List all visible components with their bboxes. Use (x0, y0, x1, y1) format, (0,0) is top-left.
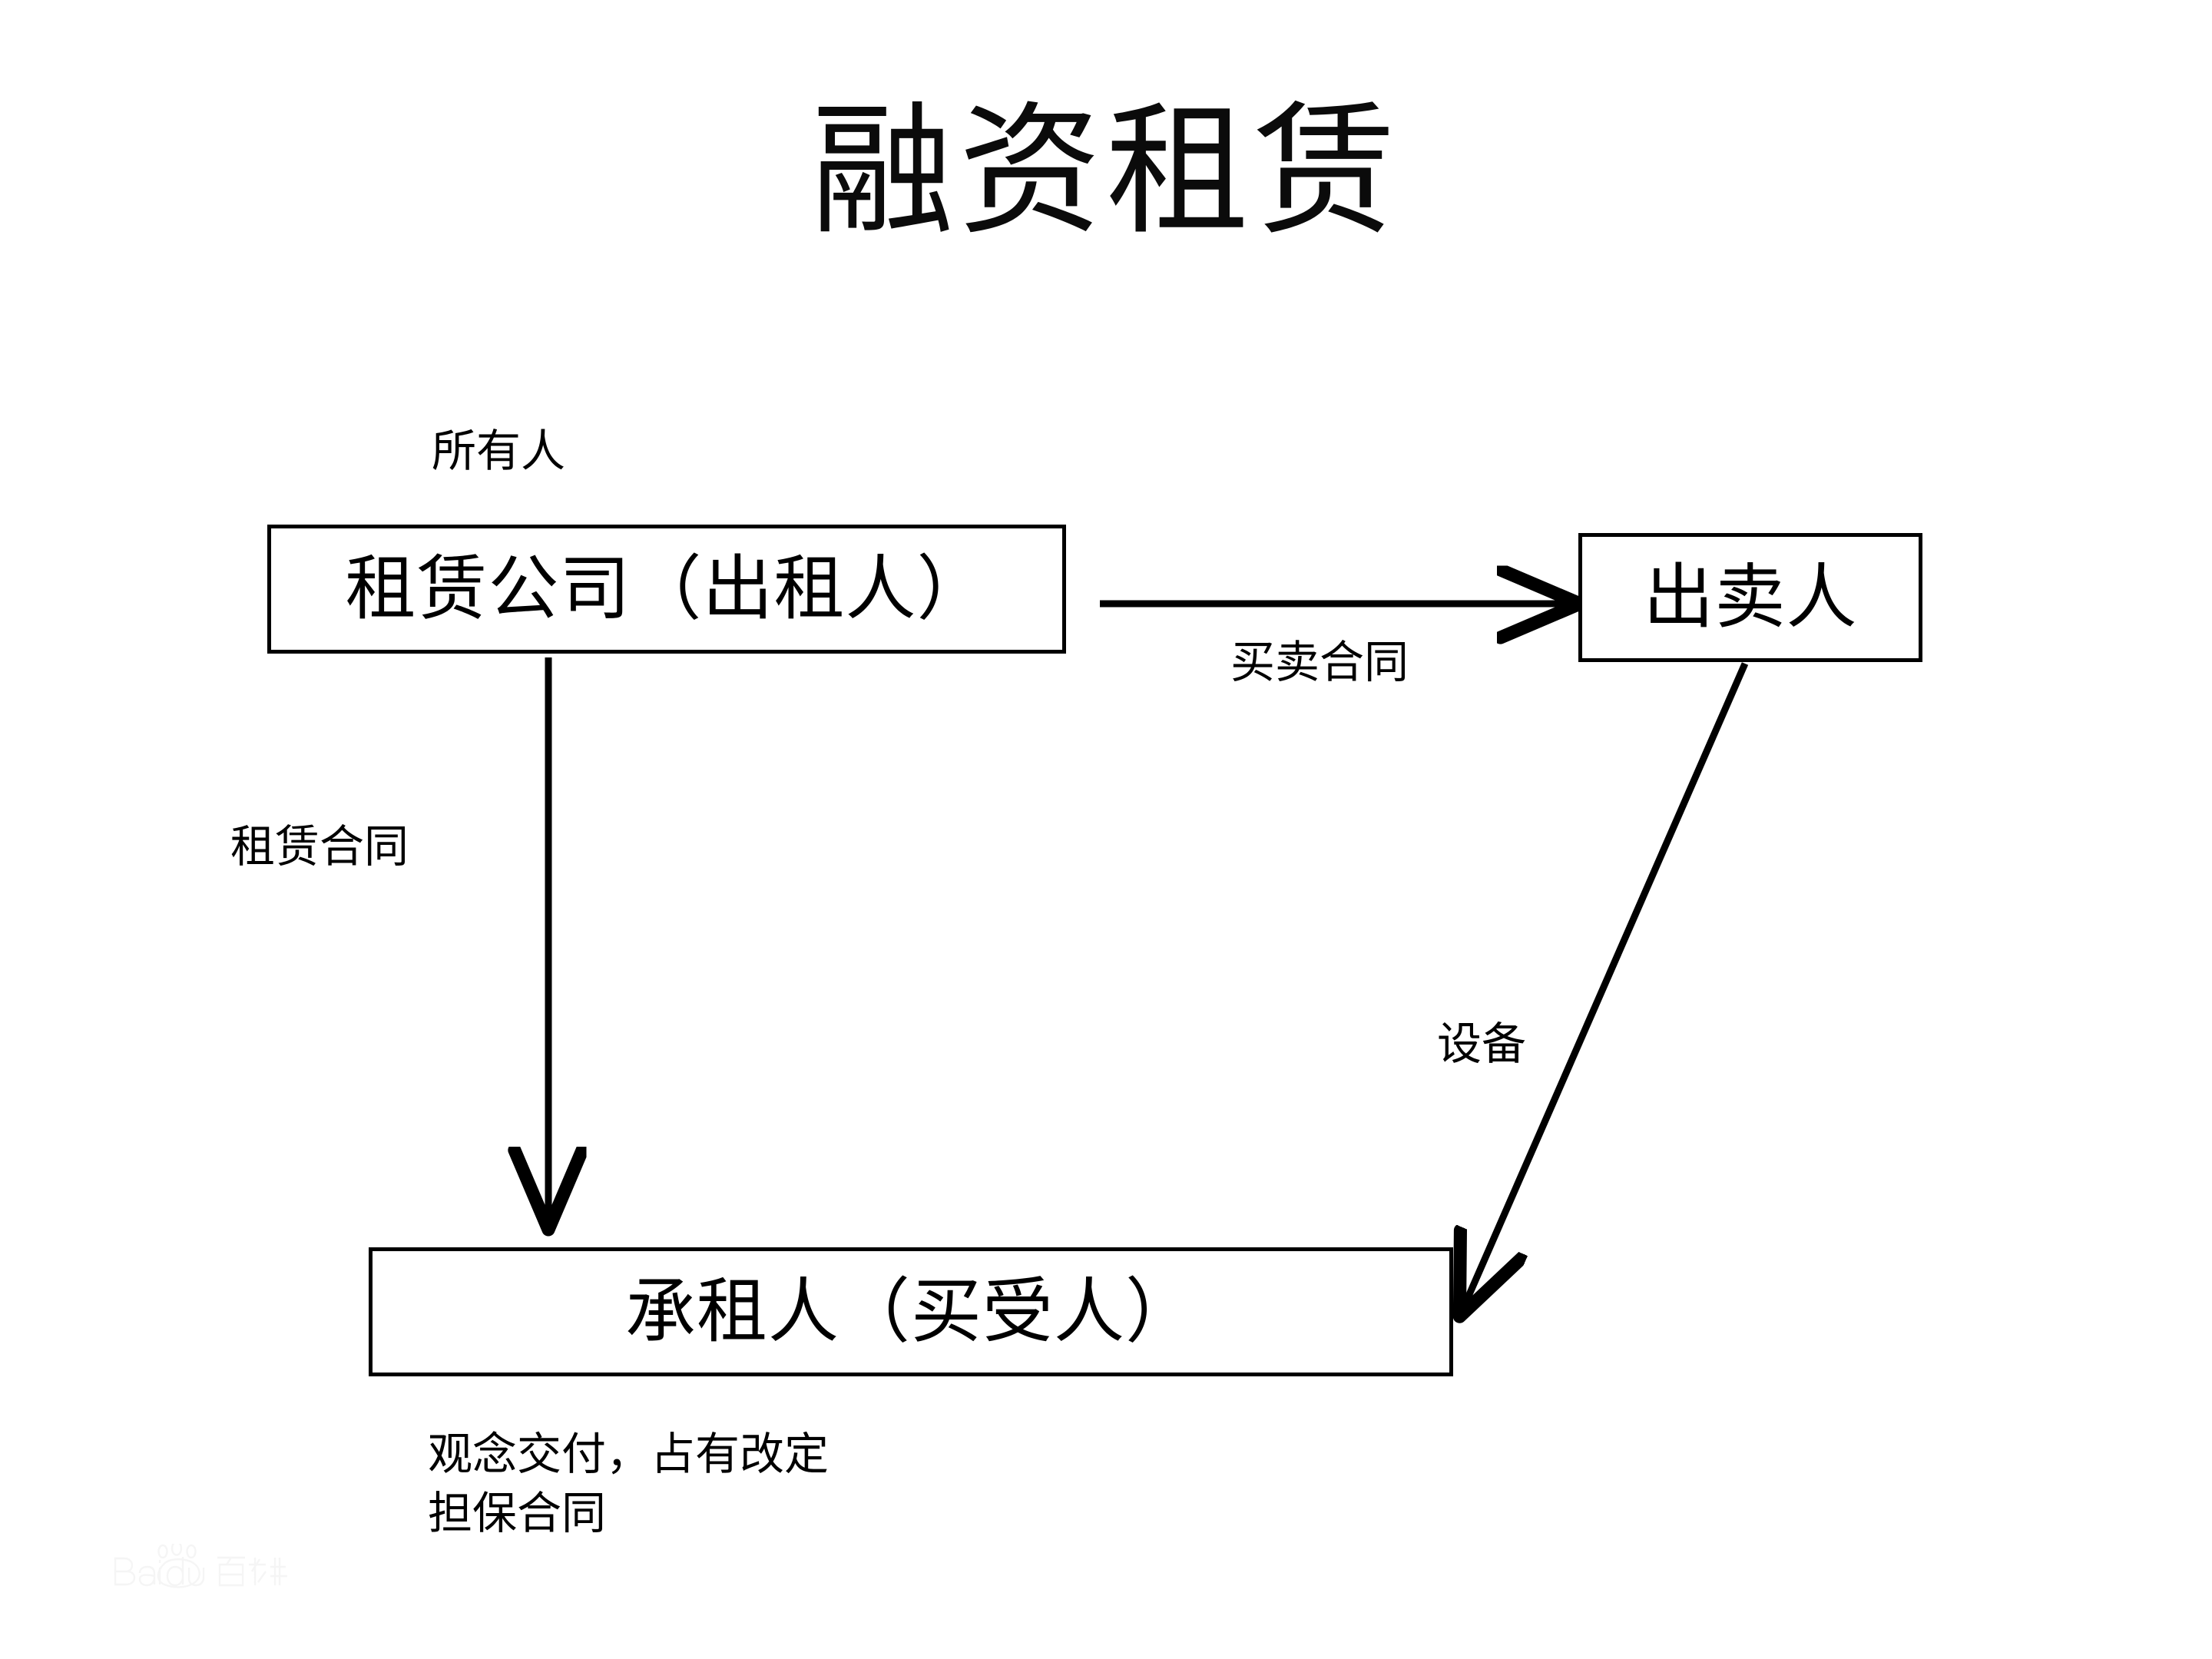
lessee-note-line-1: 观念交付，占有改定 (428, 1428, 830, 1480)
edge-label-equipment: 设备 (1437, 1018, 1527, 1070)
edge-label-sale-contract: 买卖合同 (1230, 636, 1409, 688)
node-lessee-label: 承租人（买受人） (624, 1270, 1197, 1353)
baidu-baike-watermark (114, 1544, 287, 1588)
node-lessee[interactable]: 承租人（买受人） (369, 1247, 1453, 1376)
lessee-notes: 观念交付，占有改定 担保合同 (428, 1425, 829, 1542)
page-title: 融资租赁 (810, 88, 1401, 254)
node-seller-label: 出卖人 (1643, 556, 1858, 638)
node-lessor-label: 租赁公司（出租人） (345, 548, 988, 630)
annotation-owner: 所有人 (432, 425, 566, 477)
edge-label-lease-contract: 租赁合同 (230, 820, 409, 873)
node-seller[interactable]: 出卖人 (1578, 533, 1922, 662)
lessee-note-line-2: 担保合同 (428, 1486, 607, 1539)
node-lessor[interactable]: 租赁公司（出租人） (267, 525, 1066, 654)
edge-equipment (1462, 662, 1749, 1310)
